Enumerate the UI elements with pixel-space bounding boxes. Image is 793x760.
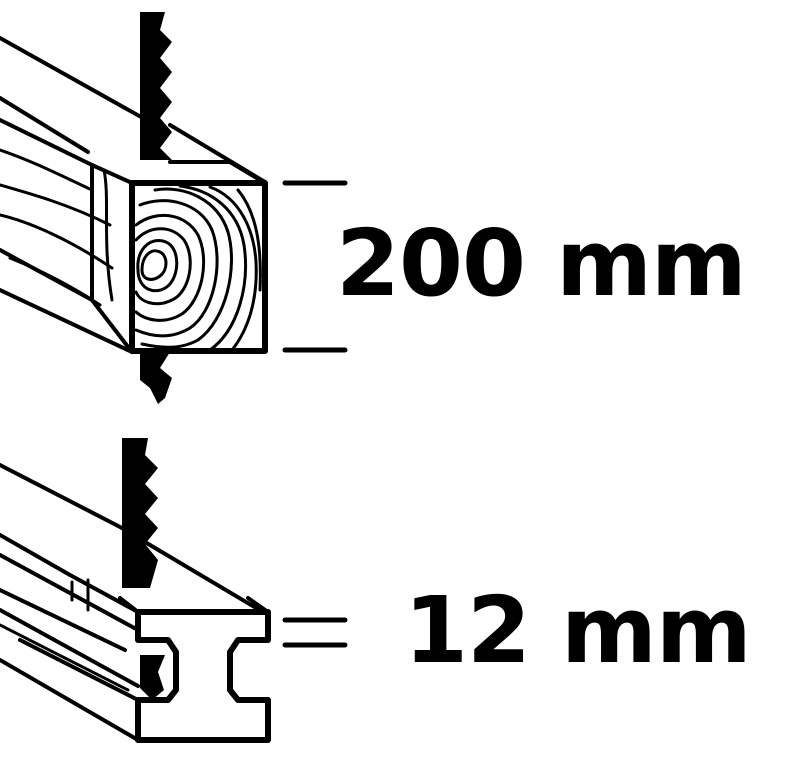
end-grain-face — [129, 180, 268, 354]
metal-cut-depth-label: 12 mm — [404, 577, 752, 684]
i-beam-profile — [135, 609, 271, 743]
wood-cut-depth-label: 200 mm — [336, 210, 747, 317]
